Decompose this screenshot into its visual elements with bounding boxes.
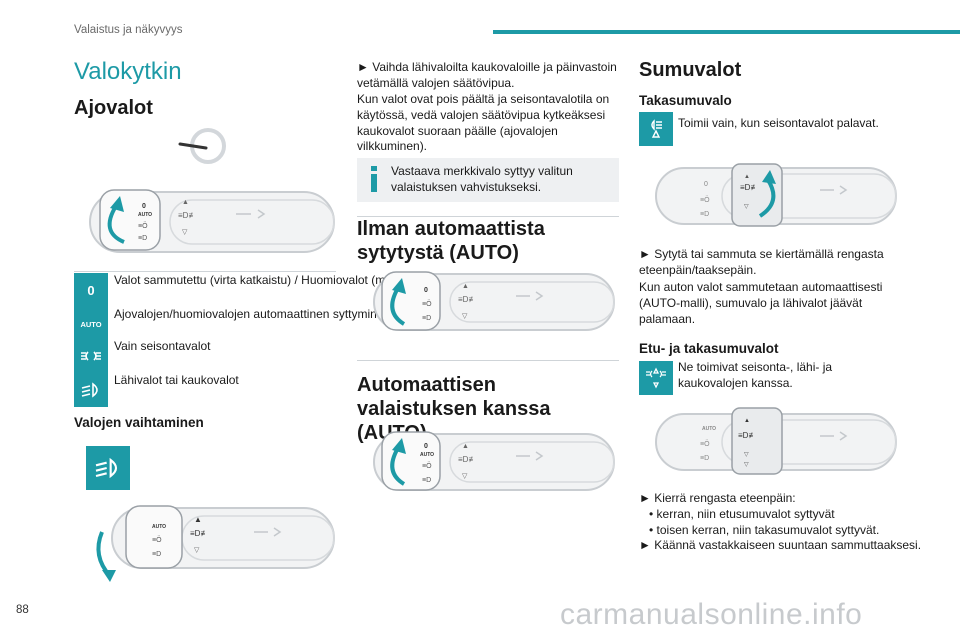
page-number: 88 xyxy=(16,604,29,616)
stalk-label-zero: 0 xyxy=(424,287,428,294)
svg-text:0: 0 xyxy=(87,283,94,298)
svg-text:▽: ▽ xyxy=(744,452,749,458)
svg-text:≡D≢: ≡D≢ xyxy=(178,211,196,220)
info-box: Vastaava merkkivalo syttyy valitun valai… xyxy=(357,158,619,202)
legend-top-rule xyxy=(74,271,336,272)
svg-text:▲: ▲ xyxy=(462,283,469,290)
legend-item-auto: AUTO Ajovalojen/huomiovalojen automaatti… xyxy=(74,307,390,341)
svg-text:▽: ▽ xyxy=(194,547,200,554)
header-accent-bar xyxy=(493,30,960,34)
svg-text:≡D: ≡D xyxy=(422,477,431,484)
legend-text: Valot sammutettu (virta katkaistu) / Huo… xyxy=(114,273,445,287)
list-item: • toisen kerran, niin takasumuvalot sytt… xyxy=(649,522,880,537)
stalk-label-auto: AUTO xyxy=(702,426,716,432)
info-icon xyxy=(371,166,377,192)
svg-text:▲: ▲ xyxy=(462,443,469,450)
fog-list: ► Kierrä rengasta eteenpäin: • kerran, n… xyxy=(639,491,929,554)
steering-wheel-icon xyxy=(178,128,226,164)
svg-text:≡D: ≡D xyxy=(138,235,147,242)
front-rear-fog-note: Ne toimivat seisonta-, lähi- ja kaukoval… xyxy=(678,360,833,390)
para-auto-fog: Kun auton valot sammutetaan automaattise… xyxy=(639,280,883,326)
svg-text:≡Ö: ≡Ö xyxy=(152,536,162,544)
svg-text:▲: ▲ xyxy=(744,174,750,180)
watermark: carmanualsonline.info xyxy=(560,598,863,631)
svg-text:▽: ▽ xyxy=(462,473,468,480)
zero-icon: 0 xyxy=(74,273,108,307)
para-rotate-ring: ► Sytytä tai sammuta se kiertämällä reng… xyxy=(639,247,884,277)
rear-foglight-icon xyxy=(639,112,673,146)
running-header: Valaistus ja näkyvyys xyxy=(74,24,183,36)
section-title: Valokytkin xyxy=(74,58,182,85)
svg-text:▽: ▽ xyxy=(462,313,468,320)
svg-text:≡D≢: ≡D≢ xyxy=(190,529,208,538)
headlights-icon xyxy=(74,373,108,407)
light-stalk-pull-illustration: AUTO ≡Ö ≡D ≡D≢ ▲ ▽ xyxy=(96,505,335,582)
heading-ajovalot: Ajovalot xyxy=(74,97,153,119)
stalk-label-zero: 0 xyxy=(424,443,428,450)
legend-text: Lähivalot tai kaukovalot xyxy=(114,373,239,387)
legend-item-off: 0 Valot sammutettu (virta katkaistu) / H… xyxy=(74,273,445,307)
svg-text:▲: ▲ xyxy=(194,515,202,524)
svg-text:≡D≢: ≡D≢ xyxy=(740,183,758,192)
svg-text:≡D≢: ≡D≢ xyxy=(458,455,476,464)
rear-fog-note: Toimii vain, kun seisontavalot palavat. xyxy=(678,116,879,130)
svg-text:≡D: ≡D xyxy=(152,551,161,558)
light-stalk-manual-illustration: 0 ≡Ö ≡D ≡D≢ ▲ ▽ xyxy=(373,271,615,331)
svg-text:≡Ö: ≡Ö xyxy=(422,300,432,308)
foglight-ring-front-rear-illustration: AUTO ≡Ö ≡D ≡D≢ ▲ ▽ ▽ xyxy=(655,407,897,475)
heading-etu-ja-takasumuvalot: Etu- ja takasumuvalot xyxy=(639,341,779,356)
front-rear-foglight-icon xyxy=(639,361,673,395)
svg-text:≡D≢: ≡D≢ xyxy=(458,295,476,304)
headlights-icon xyxy=(86,446,130,490)
svg-text:≡D: ≡D xyxy=(700,455,709,462)
legend-item-sidelights: Vain seisontavalot xyxy=(74,339,211,373)
svg-text:AUTO: AUTO xyxy=(80,320,101,329)
stalk-label-zero: 0 xyxy=(142,203,146,210)
heading-valojen-vaihtaminen: Valojen vaihtaminen xyxy=(74,415,204,430)
stalk-label-auto: AUTO xyxy=(420,452,434,458)
stalk-label-auto: AUTO xyxy=(138,212,152,218)
info-text: Vastaava merkkivalo syttyy valitun valai… xyxy=(391,164,573,194)
list-outro: ► Käännä vastakkaiseen suuntaan sammutta… xyxy=(639,538,922,553)
svg-text:▲: ▲ xyxy=(744,418,750,424)
legend-text: Vain seisontavalot xyxy=(114,339,211,353)
foglight-ring-rear-illustration: 0 ≡Ö ≡D ≡D≢ ▲ ▽ xyxy=(655,163,897,227)
section-rule xyxy=(357,360,619,361)
svg-text:≡Ö: ≡Ö xyxy=(422,462,432,470)
light-stalk-auto-illustration: 0 AUTO ≡Ö ≡D ≡D≢ ▲ ▽ xyxy=(373,431,615,491)
legend-item-headlights: Lähivalot tai kaukovalot xyxy=(74,373,239,407)
stalk-label-auto: AUTO xyxy=(152,524,166,530)
svg-text:≡D: ≡D xyxy=(422,315,431,322)
svg-text:▽: ▽ xyxy=(182,229,188,236)
list-item: • kerran, niin etusumuvalot syttyvät xyxy=(649,506,835,521)
svg-text:≡Ö: ≡Ö xyxy=(138,222,148,230)
section-rule xyxy=(357,216,619,217)
heading-ilman-auto: Ilman automaattista sytytystä (AUTO) xyxy=(357,218,545,264)
svg-text:≡Ö: ≡Ö xyxy=(700,440,710,448)
sidelights-icon xyxy=(74,339,108,373)
svg-text:▽: ▽ xyxy=(744,462,749,468)
heading-takasumuvalo: Takasumuvalo xyxy=(639,93,732,108)
para-flash-headlights: Kun valot ovat pois päältä ja seisontava… xyxy=(357,92,610,154)
svg-text:▲: ▲ xyxy=(182,199,189,206)
list-intro: ► Kierrä rengasta eteenpäin: xyxy=(639,491,796,505)
svg-text:0: 0 xyxy=(704,181,708,188)
svg-text:≡Ö: ≡Ö xyxy=(700,196,710,204)
auto-icon: AUTO xyxy=(74,307,108,341)
para-switch-beams: ► Vaihda lähivaloilta kaukovaloille ja p… xyxy=(357,60,617,90)
svg-text:≡D: ≡D xyxy=(700,211,709,218)
svg-text:≡D≢: ≡D≢ xyxy=(738,431,756,440)
heading-sumuvalot: Sumuvalot xyxy=(639,59,742,81)
svg-text:▽: ▽ xyxy=(744,204,749,210)
legend-text: Ajovalojen/huomiovalojen automaattinen s… xyxy=(114,307,391,321)
light-stalk-illustration: 0 AUTO ≡Ö ≡D ≡D≢ ▲ ▽ xyxy=(89,189,335,253)
